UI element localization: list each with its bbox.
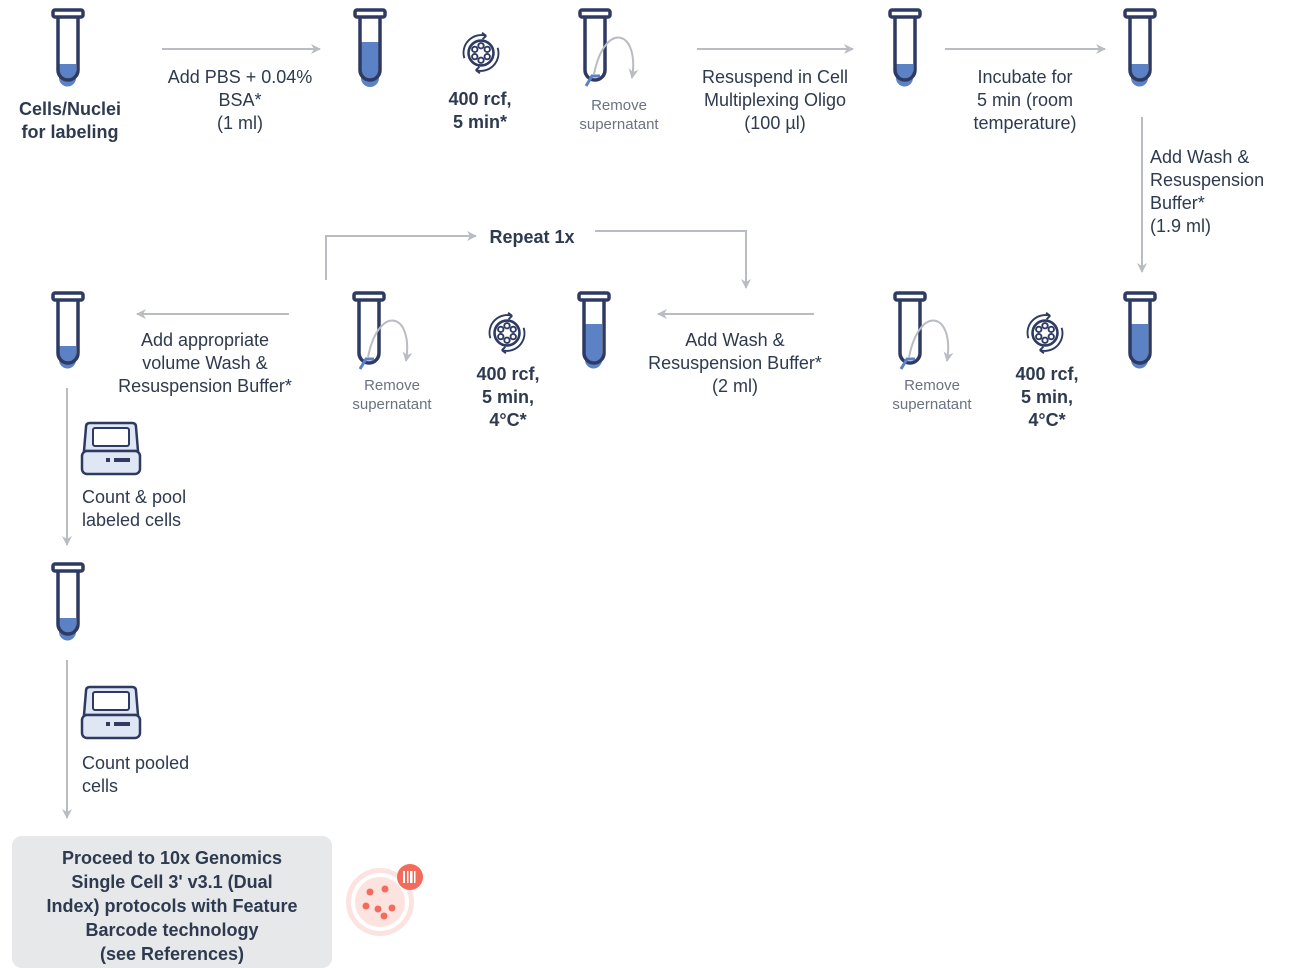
tube-8 xyxy=(577,291,611,369)
remove-supernatant-1-label: Remove supernatant xyxy=(579,97,659,133)
tube-1 xyxy=(51,8,85,87)
tube-6 xyxy=(1123,291,1157,369)
resuspend-label: Resuspend in Cell Multiplexing Oligo (10… xyxy=(701,67,849,133)
add-wash-2-label: Add Wash & Resuspension Buffer* (2 ml) xyxy=(648,330,822,396)
remove-supernatant-2-label: Remove supernatant xyxy=(892,377,972,413)
centrifuge-icon xyxy=(1026,311,1064,355)
gem-beads-icon xyxy=(346,864,423,936)
tube-10 xyxy=(51,291,85,369)
count-pooled-label: Count pooled cells xyxy=(82,753,190,796)
tube-remove-3 xyxy=(352,291,413,370)
centrifuge-icon xyxy=(488,311,526,355)
tube-4 xyxy=(888,8,922,87)
incubate-label: Incubate for 5 min (room temperature) xyxy=(973,67,1077,133)
add-pbs-label: Add PBS + 0.04% BSA* (1 ml) xyxy=(167,67,313,133)
pour-arrow-icon xyxy=(593,36,639,79)
pour-arrow-icon xyxy=(908,319,954,362)
remove-supernatant-3-label: Remove supernatant xyxy=(352,377,432,413)
add-volume-label: Add appropriate volume Wash & Resuspensi… xyxy=(118,330,292,396)
connector-arrows xyxy=(62,44,1147,819)
centrifuge-icon xyxy=(462,31,500,75)
spin-2-label: 400 rcf, 5 min, 4°C* xyxy=(1015,364,1079,430)
spin-1-label: 400 rcf, 5 min* xyxy=(448,89,512,132)
repeat-label: Repeat 1x xyxy=(489,227,575,247)
spin-3-label: 400 rcf, 5 min, 4°C* xyxy=(476,364,540,430)
tube-11 xyxy=(51,562,85,641)
arrow-repeat-in xyxy=(325,231,477,280)
proceed-label: Proceed to 10x Genomics Single Cell 3' v… xyxy=(46,848,298,964)
tube-remove-2 xyxy=(893,291,954,370)
proceed-box xyxy=(12,836,332,968)
start-label: Cells/Nuclei for labeling xyxy=(18,99,122,142)
cell-counter-icon xyxy=(80,685,142,740)
pour-arrow-icon xyxy=(367,319,413,362)
arrow-repeat-out xyxy=(595,230,751,289)
tube-5 xyxy=(1123,8,1157,87)
tube-remove-1 xyxy=(578,8,639,87)
add-wash-1-label: Add Wash & Resuspension Buffer* (1.9 ml) xyxy=(1150,147,1265,236)
cell-counter-icon xyxy=(80,421,142,476)
count-pool-label: Count & pool labeled cells xyxy=(82,487,187,530)
tube-2 xyxy=(353,8,387,87)
